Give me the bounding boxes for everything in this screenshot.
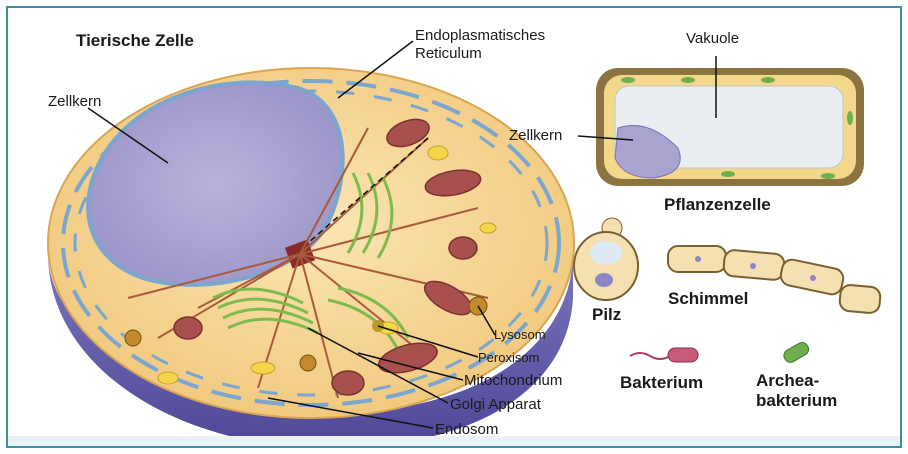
label-mold: Schimmel [668,290,748,309]
label-lysosome: Lysosom [494,328,546,342]
label-golgi: Golgi Apparat [450,397,541,414]
label-fungus: Pilz [592,306,621,325]
bacterium-shape [668,348,698,362]
label-vacuole: Vakuole [686,31,739,48]
label-endosome: Endosom [435,422,498,439]
label-nucleus-animal: Zellkern [48,94,101,111]
diagram-frame: Tierische Zelle Endoplasmatisches Reticu… [6,6,902,448]
label-archaea-line2: bakterium [756,392,837,411]
animal-cell-title: Tierische Zelle [76,32,194,51]
label-plant-cell: Pflanzenzelle [664,196,771,215]
label-er-line1: Endoplasmatisches [415,28,545,45]
label-archaea-line1: Archea- [756,372,819,391]
label-bacterium: Bakterium [620,374,703,393]
label-nucleus-plant: Zellkern [509,128,562,145]
label-mitochondrium: Mitochondrium [464,373,562,390]
archaea-shape [782,340,811,364]
label-peroxisome: Peroxisom [478,351,539,365]
label-er-line2: Reticulum [415,46,482,63]
